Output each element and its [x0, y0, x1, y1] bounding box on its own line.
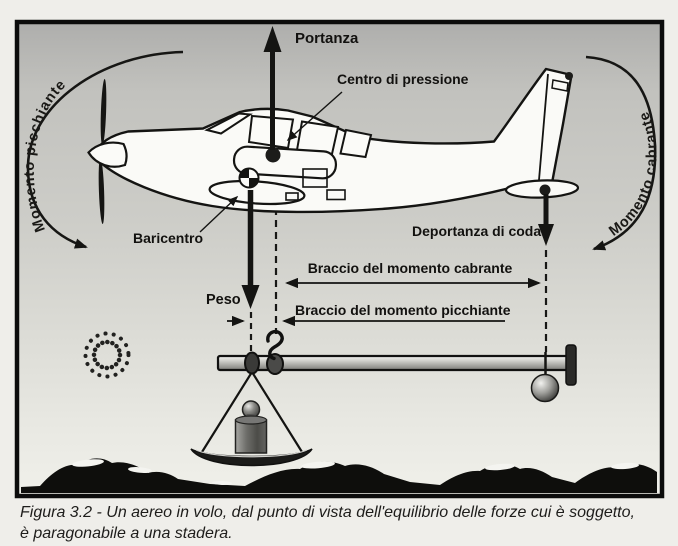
peso-arrowhead	[241, 285, 260, 309]
rudder-line	[538, 73, 549, 181]
starburst-icon	[83, 331, 131, 379]
cabin-window-3	[339, 128, 373, 159]
figure-caption: Figura 3.2 - Un aereo in volo, dal punto…	[20, 504, 635, 542]
portanza-label: Portanza	[295, 30, 359, 47]
baricentro-leader	[199, 195, 239, 233]
figure-caption-line1: Figura 3.2 - Un aereo in volo, dal punto…	[20, 504, 635, 521]
braccio-picchiante-label: Braccio del momento picchiante	[295, 302, 511, 318]
construction-lines	[249, 208, 548, 357]
braccio-cabrante-label: Braccio del momento cabrante	[308, 260, 513, 276]
deportanza-label: Deportanza di coda	[412, 223, 541, 239]
fuselage-details	[285, 168, 346, 201]
counterweight-ball	[530, 373, 560, 403]
deportanza-arrowhead	[538, 224, 554, 246]
wing-center-section	[232, 145, 338, 180]
peso-label: Peso	[206, 292, 241, 308]
tail-downforce-group: Deportanza di coda	[412, 194, 554, 246]
fin-top-dot	[565, 72, 573, 80]
stabilizer-dot	[539, 184, 551, 196]
baricentro-symbol	[238, 167, 260, 189]
s-hook	[266, 329, 284, 361]
pan-rim-highlight	[195, 449, 308, 458]
propeller-blade-upper	[100, 79, 107, 145]
terrain-highlights	[72, 459, 639, 486]
centro-di-pressione-label: Centro di pressione	[337, 71, 469, 87]
beam-pivot	[244, 351, 260, 375]
weight-group: Baricentro Peso	[133, 167, 260, 309]
fin-notch	[551, 79, 569, 92]
spinner	[87, 141, 128, 168]
moment-arm-dimensions: Braccio del momento cabrante Braccio del…	[227, 260, 541, 327]
windshield	[204, 112, 253, 135]
figure-caption-line2: è paragonabile a una stadera.	[20, 525, 233, 542]
beam-end-cap	[565, 344, 577, 386]
airplane-illustration	[87, 67, 580, 224]
pan-hanger-triangle	[201, 371, 303, 453]
portanza-arrowhead	[263, 26, 282, 52]
centro-di-pressione-dot	[265, 147, 281, 163]
baricentro-label: Baricentro	[133, 230, 203, 246]
terrain-silhouette	[21, 458, 657, 493]
pan-weight	[234, 400, 268, 454]
propeller-blade-lower	[98, 158, 105, 224]
centro-di-pressione-leader	[286, 91, 343, 142]
stadera-balance	[190, 329, 577, 467]
weight-body	[234, 419, 268, 454]
lift-group: Portanza Centro di pressione	[263, 26, 469, 163]
hook-collar	[266, 353, 284, 375]
